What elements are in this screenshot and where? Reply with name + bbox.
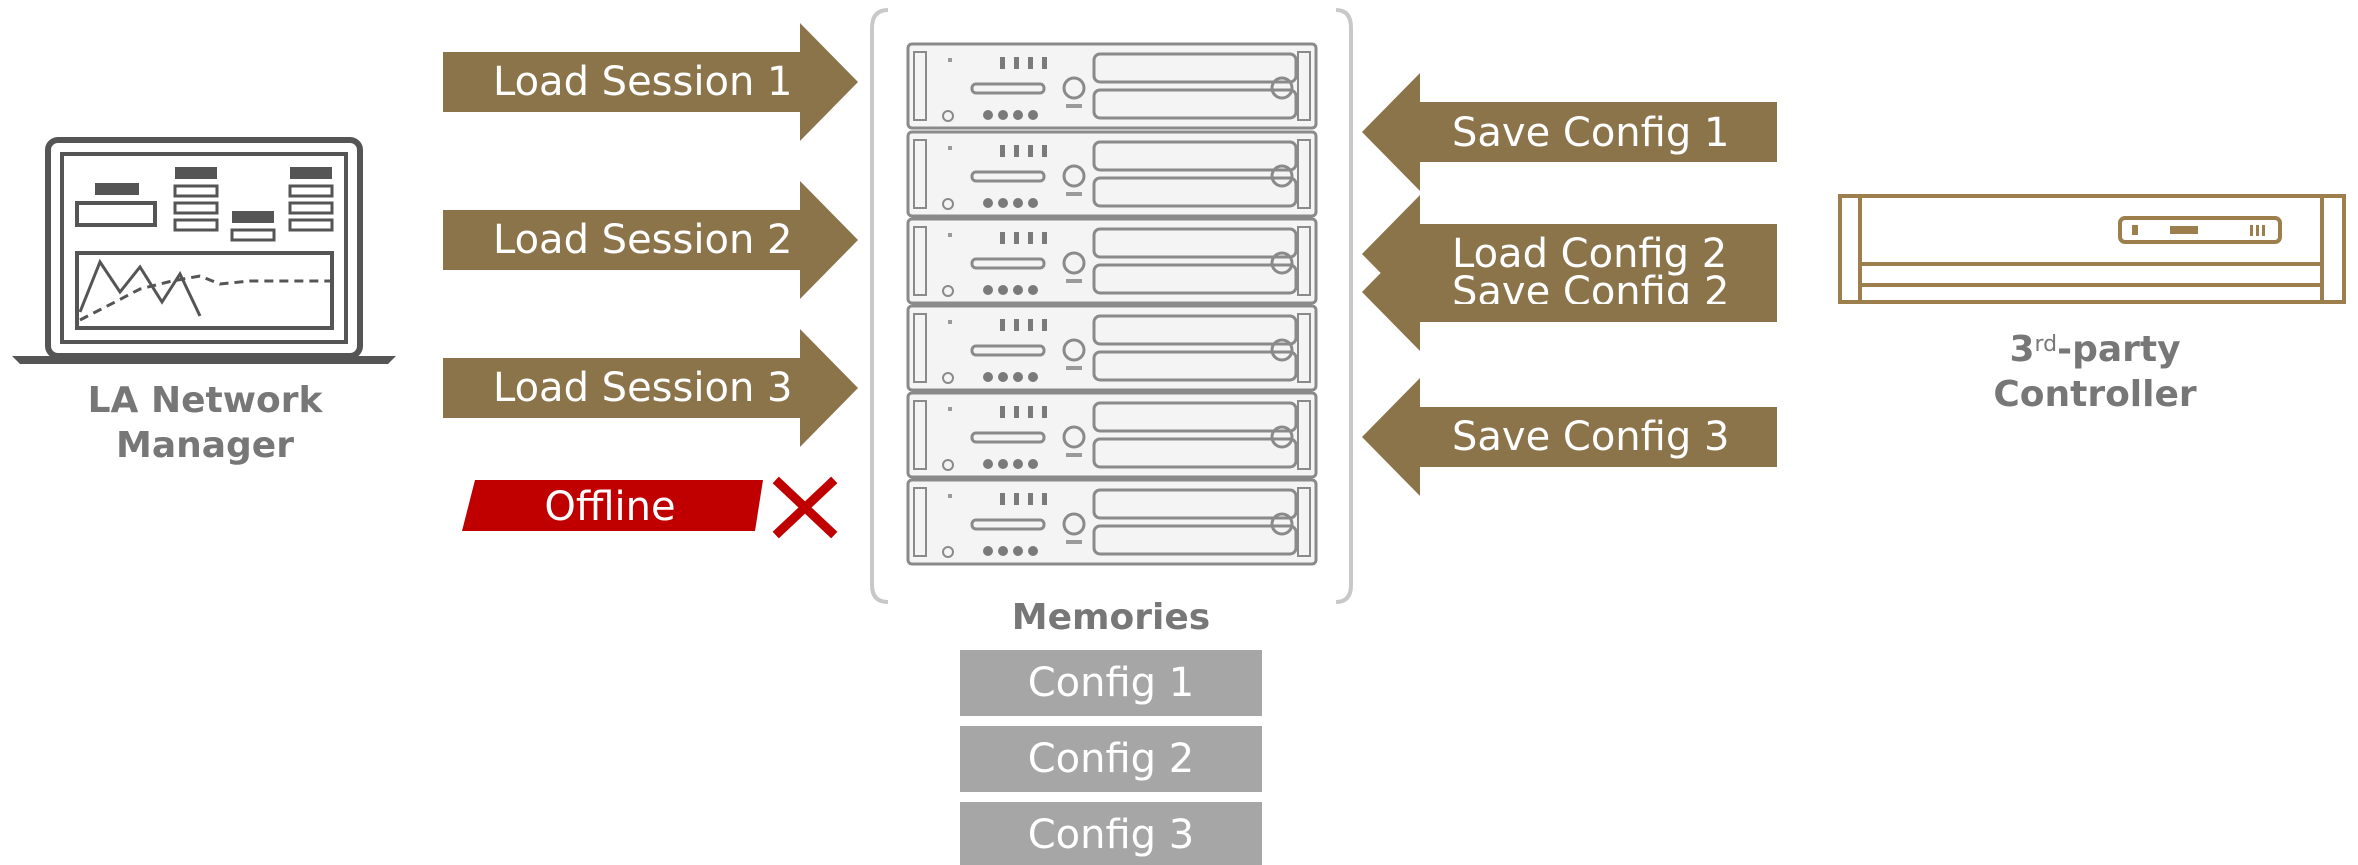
save-config-1-label: Save Config 1 xyxy=(1452,110,1730,156)
load-session-arrows xyxy=(443,23,858,447)
save-config-3-arrow xyxy=(1362,378,1777,496)
load-session-1-arrow xyxy=(443,23,858,141)
memory-config-2: Config 2 xyxy=(960,726,1262,792)
amplifier-rack-icon xyxy=(906,42,1318,566)
memory-config-1: Config 1 xyxy=(960,650,1262,716)
memories-title: Memories xyxy=(1011,597,1211,638)
controller-label: 3rd-party Controller xyxy=(1930,322,2260,417)
manager-label-line2: Manager xyxy=(116,425,294,466)
offline-label: Offline xyxy=(544,484,676,530)
memory-config-3: Config 3 xyxy=(960,802,1262,865)
controller-label-prefix: 3 xyxy=(2009,329,2035,370)
load-session-2-label: Load Session 2 xyxy=(493,217,793,263)
save-config-3-label: Save Config 3 xyxy=(1452,414,1730,460)
load-config-2-arrow xyxy=(1362,195,1777,313)
manager-label-line1: LA Network xyxy=(87,380,323,421)
load-session-3-label: Load Session 3 xyxy=(493,365,793,411)
load-session-1-label: Load Session 1 xyxy=(493,59,793,105)
controller-label-line1: 3rd-party xyxy=(1930,322,2260,372)
laptop-icon xyxy=(12,137,396,364)
load-config-2-label: Load Config 2 xyxy=(1452,231,1728,277)
controller-label-suffix: -party xyxy=(2057,329,2181,370)
controller-label-line2: Controller xyxy=(1993,374,2197,415)
save-config-1-arrow xyxy=(1362,73,1777,191)
load-session-2-arrow xyxy=(443,181,858,299)
load-session-3-arrow xyxy=(443,329,858,447)
config-arrows xyxy=(1362,73,1777,496)
rack-controller-icon xyxy=(1838,194,2346,304)
x-icon xyxy=(772,476,838,539)
manager-label: LA Network Manager xyxy=(40,378,370,468)
save-config-2-label: Save Config 2 xyxy=(1452,272,1730,304)
controller-label-sup: rd xyxy=(2034,332,2058,357)
memories-bracket xyxy=(870,8,1353,604)
offline-banner xyxy=(462,480,763,531)
